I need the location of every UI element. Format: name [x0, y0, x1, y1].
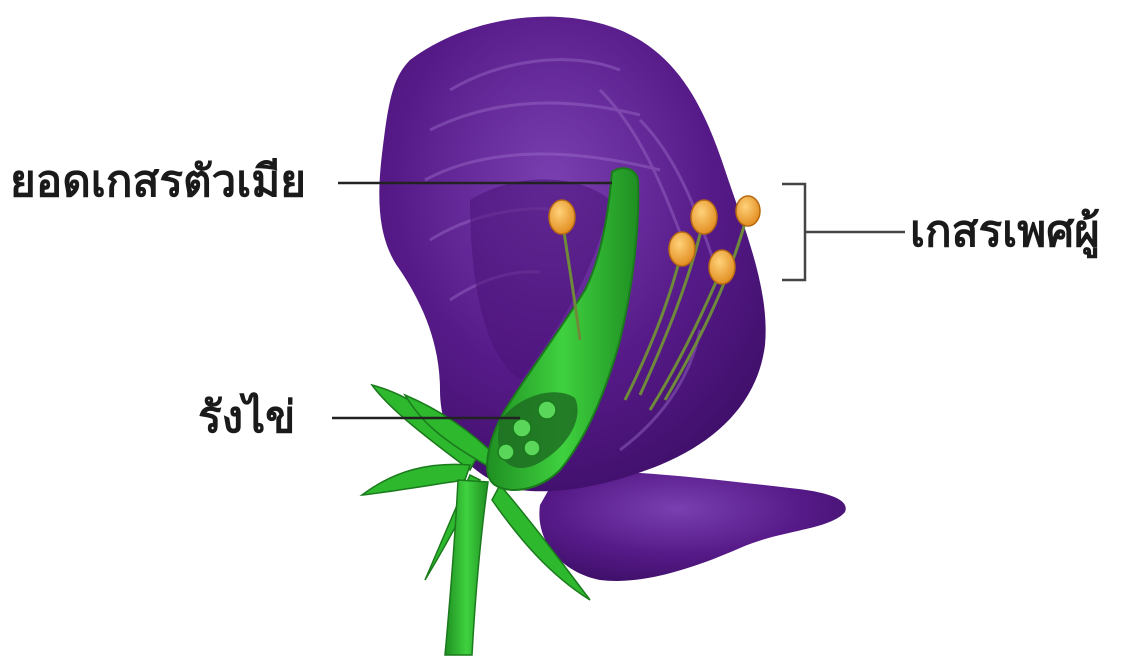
stigma-label: ยอดเกสรตัวเมีย	[10, 160, 306, 204]
stamen-bracket	[782, 184, 905, 280]
stamen-label: เกสรเพศผู้	[910, 210, 1100, 254]
ovary-label: รังไข่	[198, 396, 295, 440]
stem	[445, 480, 488, 655]
